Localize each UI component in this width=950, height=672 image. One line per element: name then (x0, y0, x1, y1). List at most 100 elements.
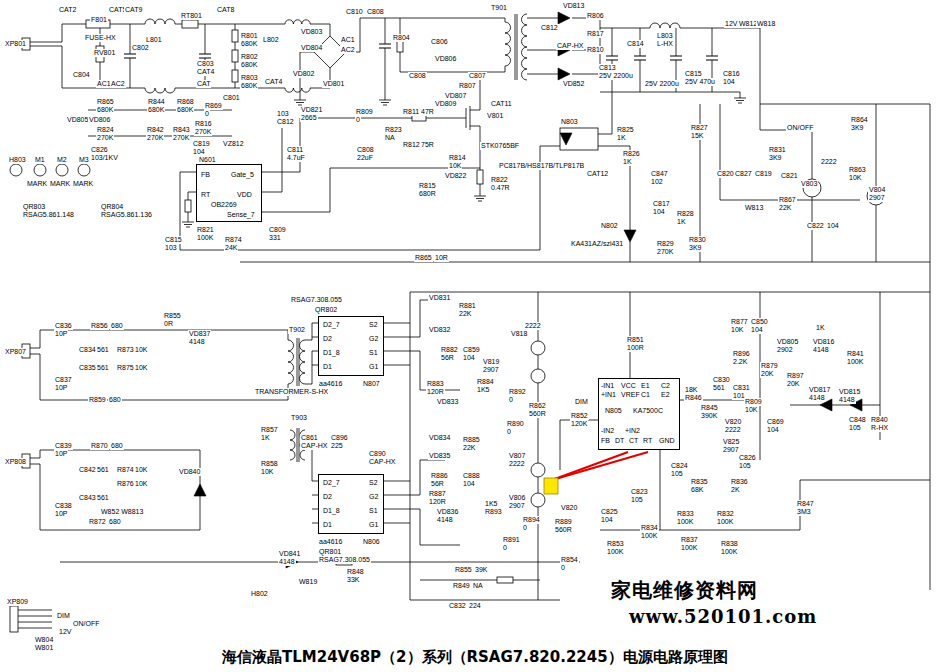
ic-text: D1 (323, 363, 332, 371)
component-label: R810 (586, 46, 605, 54)
component-label: 22K (462, 444, 476, 452)
wire (612, 28, 613, 56)
coil-symbol (285, 88, 310, 92)
ground-symbol (379, 100, 391, 105)
component-label: C826 (90, 146, 109, 154)
component-label: VD852 (562, 80, 585, 88)
ic-text: -IN1 (601, 382, 614, 390)
component-label: 1K (260, 434, 271, 442)
component-label: F801 (90, 16, 108, 24)
component-label: VD805 (66, 116, 89, 124)
component-label: MARK (26, 180, 48, 188)
wire (527, 18, 558, 19)
component-label: 22K (458, 310, 472, 318)
component-label: R835 (690, 478, 709, 486)
capacitor-symbol (634, 56, 646, 60)
component-label: 68K (690, 486, 704, 494)
wire (470, 126, 480, 170)
ic-text: KA7500C (633, 407, 663, 415)
component-label: C821 (780, 172, 799, 180)
component-label: R875 (116, 364, 135, 372)
component-label: 680R (418, 190, 437, 198)
component-label: R841 (846, 350, 865, 358)
wire (410, 292, 930, 293)
component-label: H802 (250, 590, 269, 598)
component-label: VD807 (444, 92, 467, 100)
component-label: 225 (330, 442, 344, 450)
component-label: R842 (146, 126, 165, 134)
wire (538, 383, 539, 463)
diode-symbol (558, 12, 570, 24)
capacitor-symbol (379, 44, 391, 48)
component-label: N802 (600, 222, 619, 230)
component-label: C832 (448, 602, 467, 610)
component-label: R874 (116, 466, 135, 474)
component-label: AC2 (340, 46, 356, 54)
ic-text: S1 (369, 507, 378, 515)
component-label: 120K (570, 420, 588, 428)
component-label: RSAG5.861.136 (100, 211, 153, 219)
wire (600, 480, 930, 530)
component-label: 2907 (722, 446, 740, 454)
component-label: 224 (468, 602, 482, 610)
wire (527, 74, 558, 75)
component-label: L802 (262, 36, 280, 44)
component-label: VD801 (322, 80, 345, 88)
component-label: 561 (96, 494, 110, 502)
component-label: R854 (560, 556, 579, 564)
component-label: 0 (508, 396, 514, 404)
component-label: 2K (730, 486, 741, 494)
component-label: T902 (288, 326, 306, 334)
wire (384, 509, 460, 545)
component-label: 25V 2200u (644, 80, 680, 88)
component-label: C843 (78, 494, 97, 502)
ic-text: DT (615, 437, 624, 445)
diode-symbol (558, 68, 570, 80)
component-label: XP808 (4, 458, 27, 466)
component-label: R885 (462, 436, 481, 444)
wire (384, 523, 410, 524)
component-label: C826 (738, 454, 757, 462)
component-label: 561 (96, 346, 110, 354)
component-label: 3M3 (796, 508, 812, 516)
component-label: R853 (606, 540, 625, 548)
component-label: XP801 (4, 40, 27, 48)
component-label: 10R (434, 254, 449, 262)
component-label: 4148 (436, 516, 454, 524)
component-label: C807 (468, 72, 487, 80)
wires (18, 18, 930, 628)
component-label: R891 (502, 536, 521, 544)
ic-text: D1_8 (323, 507, 340, 515)
component-label: V803 (800, 180, 818, 188)
component-label: W813 (744, 204, 764, 212)
ic-text: C1 (641, 391, 650, 399)
component-label: R844 (147, 98, 166, 106)
component-label: R852 (570, 412, 589, 420)
component-label: M2 (56, 156, 68, 164)
wire (30, 354, 288, 400)
connector-symbol (10, 606, 18, 632)
component-label: R840 (870, 416, 889, 424)
component-label: C822 (806, 222, 825, 230)
ic-text: FB (201, 171, 210, 179)
component-label: 22K (778, 204, 792, 212)
coil-symbol (145, 19, 175, 24)
component-label: VD804 (300, 44, 323, 52)
resistor-symbol (182, 20, 198, 28)
component-label: CAT11 (490, 100, 513, 108)
component-label: R883 (426, 380, 445, 388)
component-label: 100K (196, 234, 214, 242)
round-symbols (10, 164, 885, 507)
component-label: CAT4 (264, 78, 283, 86)
component-label: 680K (240, 61, 258, 69)
component-label: 10K (848, 174, 862, 182)
component-label: 105 (630, 496, 644, 504)
ic-text: N805 (605, 407, 622, 415)
component-label: 680 (110, 442, 124, 450)
component-label: ON/OFF (786, 124, 814, 132)
wire (630, 242, 631, 262)
ic-text: VDD (237, 191, 252, 199)
component-label: 270K (172, 134, 190, 142)
component-label: 105 (848, 424, 862, 432)
component-label: 103/1KV (90, 154, 119, 162)
